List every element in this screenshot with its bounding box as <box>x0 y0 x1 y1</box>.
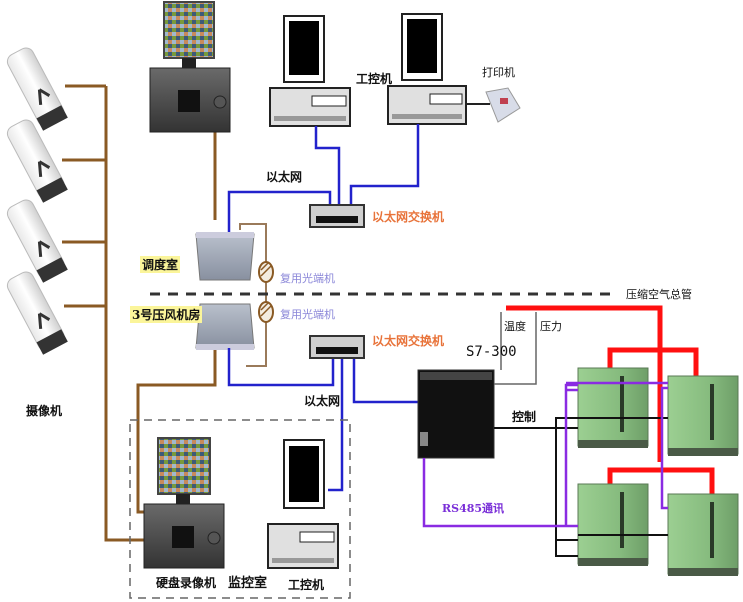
control-label: 控制 <box>512 410 537 424</box>
fiber-top-label: 复用光端机 <box>280 272 335 285</box>
ethernet-bottom <box>227 348 418 492</box>
ethernet-switch-top[interactable] <box>309 204 365 228</box>
camera-1[interactable] <box>5 45 68 131</box>
rs485-bus <box>422 381 668 528</box>
ipc-top-left[interactable] <box>269 15 351 127</box>
camera-group <box>5 45 68 355</box>
monitor-room-boundary <box>129 419 351 599</box>
switch-top-label: 以太网交换机 <box>372 210 445 224</box>
rs485-label: RS485通讯 <box>442 502 505 515</box>
ipc-bottom[interactable] <box>267 439 339 569</box>
dvr-bottom[interactable] <box>143 437 225 569</box>
printer-label: 打印机 <box>482 66 515 79</box>
camera-2[interactable] <box>5 117 68 203</box>
fiber-coupler-top-icon <box>258 261 274 283</box>
control-wire <box>494 417 668 557</box>
ethernet-switch-bottom[interactable] <box>309 335 365 359</box>
cameras-label: 摄像机 <box>26 404 63 418</box>
compressor-3[interactable] <box>577 483 649 566</box>
ipc-bottom-label: 工控机 <box>288 578 325 592</box>
plc-s7-300[interactable] <box>417 369 495 459</box>
video-cable <box>62 84 217 542</box>
zone-lower-label: 3号压风机房 <box>130 306 203 323</box>
fiber-link <box>239 223 267 367</box>
dvr-label: 硬盘录像机 <box>156 576 217 590</box>
fiber-transceiver-bottom[interactable] <box>195 303 255 350</box>
fiber-transceiver-top[interactable] <box>195 232 255 281</box>
printer[interactable] <box>466 87 521 123</box>
compressor-2[interactable] <box>667 375 739 456</box>
monitor-room-label: 监控室 <box>228 576 268 591</box>
plc-label: S7-300 <box>466 344 517 360</box>
temperature-label: 温度 <box>504 320 526 333</box>
ethernet-top-label: 以太网 <box>266 170 303 184</box>
dvr-top[interactable] <box>149 1 231 133</box>
compressor-1[interactable] <box>577 367 649 448</box>
camera-3[interactable] <box>5 197 68 283</box>
camera-4[interactable] <box>5 269 68 355</box>
ipc-top-label: 工控机 <box>356 72 393 86</box>
zone-upper-label: 调度室 <box>140 256 181 273</box>
fiber-coupler-bottom-icon <box>258 301 274 323</box>
fiber-bottom-label: 复用光端机 <box>280 308 335 321</box>
pressure-label: 压力 <box>540 320 562 333</box>
switch-bottom-label: 以太网交换机 <box>372 334 445 348</box>
ipc-top-right[interactable] <box>387 13 467 125</box>
compressor-4[interactable] <box>667 493 739 576</box>
air-main-label: 压缩空气总管 <box>626 288 692 301</box>
sensor-wire <box>494 312 537 385</box>
ethernet-bottom-label: 以太网 <box>304 394 341 408</box>
ethernet-top <box>227 124 420 236</box>
